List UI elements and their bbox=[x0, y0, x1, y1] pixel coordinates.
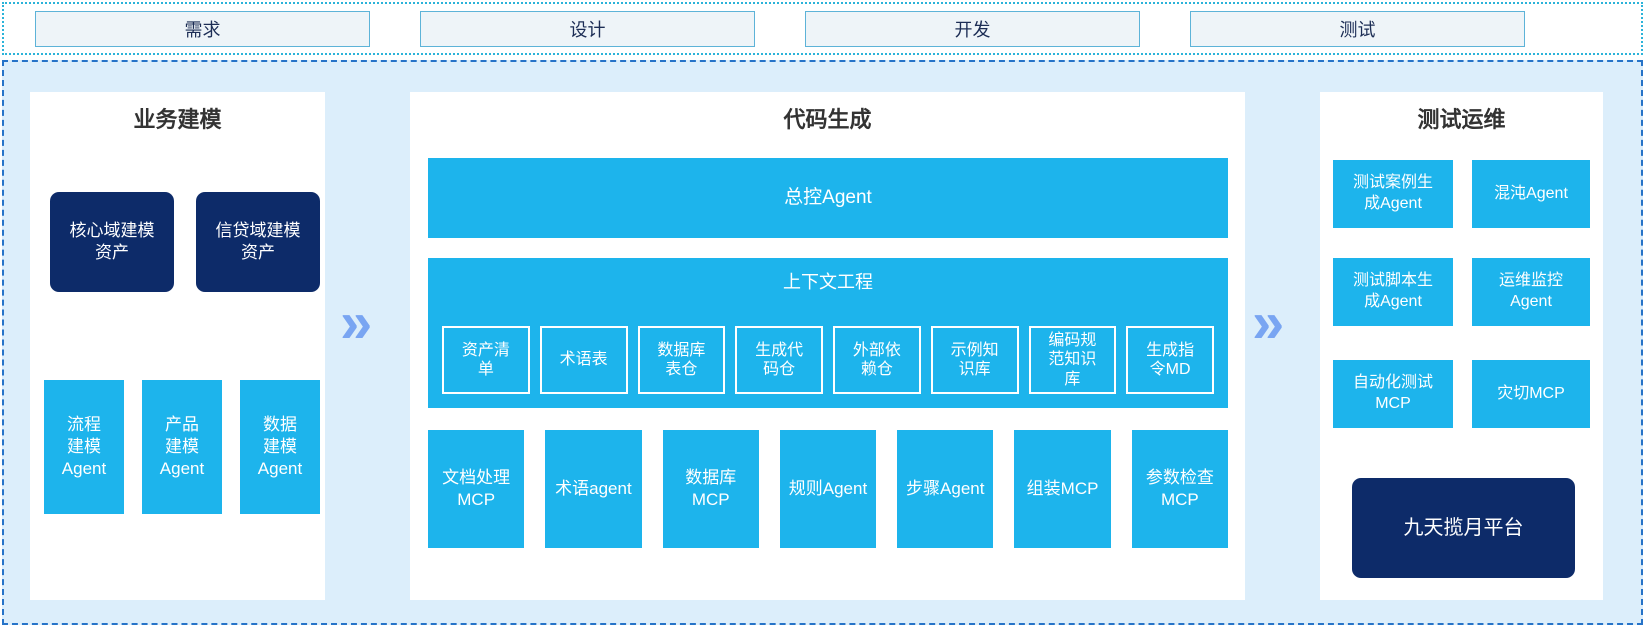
disaster-switch-mcp-box: 灾切MCP bbox=[1472, 360, 1590, 428]
test-script-generation-agent-box: 测试脚本生 成Agent bbox=[1333, 258, 1453, 326]
context-engineering-items: 资产清 单 术语表 数据库 表仓 生成代 码仓 外部依 赖仓 示例知 识库 编码… bbox=[442, 326, 1214, 394]
document-processing-mcp-box: 文档处理 MCP bbox=[428, 430, 525, 548]
external-dependency-repo-box: 外部依 赖仓 bbox=[833, 326, 921, 394]
terminology-agent-box: 术语agent bbox=[545, 430, 642, 548]
glossary-box: 术语表 bbox=[539, 326, 628, 394]
example-knowledge-base-box: 示例知 识库 bbox=[930, 326, 1019, 394]
data-modeling-agent-box: 数据 建模 Agent bbox=[240, 380, 320, 514]
parameter-check-mcp-box: 参数检查 MCP bbox=[1131, 430, 1228, 548]
database-mcp-box: 数据库 MCP bbox=[662, 430, 759, 548]
phase-requirements: 需求 bbox=[35, 10, 370, 47]
phase-design: 设计 bbox=[420, 10, 755, 47]
rules-agent-box: 规则Agent bbox=[779, 430, 877, 548]
context-engineering-title: 上下文工程 bbox=[783, 272, 873, 292]
flow-arrow-right-icon: » bbox=[340, 290, 373, 355]
flow-arrow-right-icon: » bbox=[1252, 290, 1285, 355]
core-domain-modeling-assets-box: 核心域建模 资产 bbox=[50, 192, 174, 292]
code-generation-title: 代码生成 bbox=[783, 107, 872, 132]
phase-development: 开发 bbox=[805, 10, 1140, 47]
master-control-agent-bar: 总控Agent bbox=[428, 158, 1228, 238]
ops-monitoring-agent-box: 运维监控 Agent bbox=[1472, 258, 1590, 326]
process-modeling-agent-box: 流程 建模 Agent bbox=[44, 380, 124, 514]
jiutian-lanyue-platform-box: 九天揽月平台 bbox=[1352, 478, 1575, 578]
business-modeling-title: 业务建模 bbox=[133, 107, 222, 132]
assembly-mcp-box: 组装MCP bbox=[1014, 430, 1111, 548]
product-modeling-agent-box: 产品 建模 Agent bbox=[142, 380, 222, 514]
steps-agent-box: 步骤Agent bbox=[897, 430, 994, 548]
phase-testing: 测试 bbox=[1190, 10, 1525, 47]
test-ops-title: 测试运维 bbox=[1417, 107, 1506, 132]
panel-code-generation: 代码生成 总控Agent 上下文工程 资产清 单 术语表 数据库 表仓 生成代 … bbox=[410, 92, 1245, 600]
coding-standards-knowledge-base-box: 编码规 范知识 库 bbox=[1028, 326, 1117, 394]
phase-strip: 需求 设计 开发 测试 bbox=[2, 2, 1643, 55]
test-case-generation-agent-box: 测试案例生 成Agent bbox=[1333, 160, 1453, 228]
automated-testing-mcp-box: 自动化测试 MCP bbox=[1333, 360, 1453, 428]
chaos-agent-box: 混沌Agent bbox=[1472, 160, 1590, 228]
generation-instruction-md-box: 生成指 令MD bbox=[1126, 326, 1214, 394]
panel-test-ops: 测试运维 测试案例生 成Agent 混沌Agent 测试脚本生 成Agent 运… bbox=[1320, 92, 1603, 600]
context-engineering-block: 上下文工程 资产清 单 术语表 数据库 表仓 生成代 码仓 外部依 赖仓 示例知… bbox=[428, 258, 1228, 408]
credit-domain-modeling-assets-box: 信贷域建模 资产 bbox=[196, 192, 320, 292]
generated-code-repo-box: 生成代 码仓 bbox=[735, 326, 823, 394]
asset-list-box: 资产清 单 bbox=[442, 326, 530, 394]
panel-business-modeling: 业务建模 核心域建模 资产 信贷域建模 资产 流程 建模 Agent 产品 建模… bbox=[30, 92, 325, 600]
code-generation-tools-row: 文档处理 MCP 术语agent 数据库 MCP 规则Agent 步骤Agent… bbox=[428, 430, 1228, 548]
database-table-repo-box: 数据库 表仓 bbox=[637, 326, 726, 394]
